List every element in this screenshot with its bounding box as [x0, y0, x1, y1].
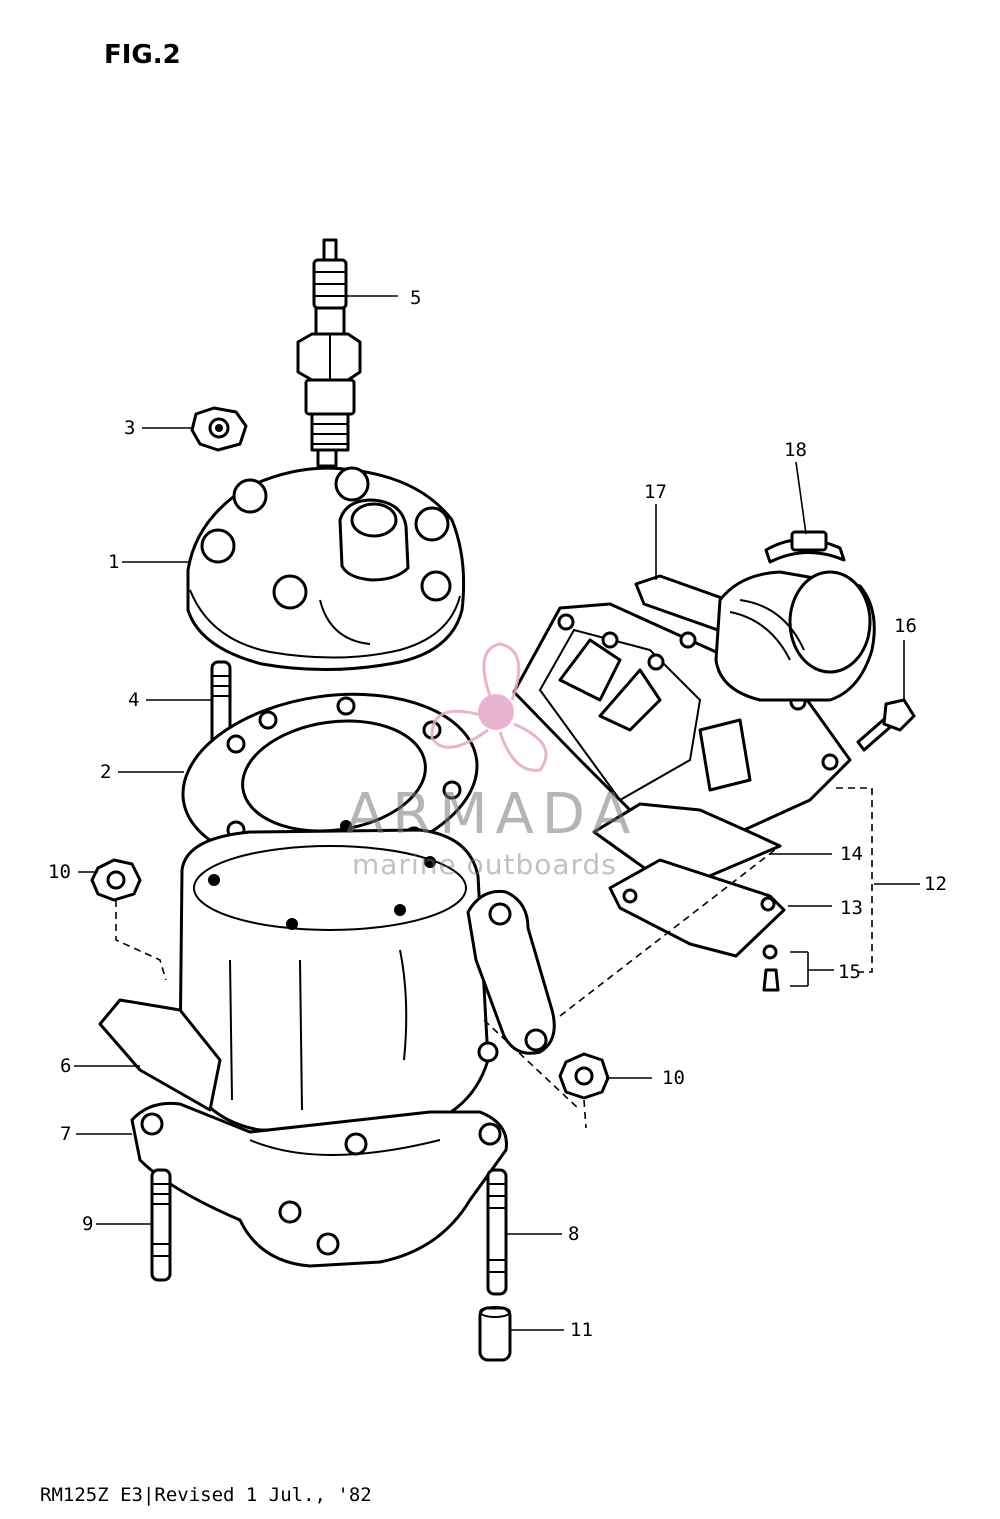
dowel-pin	[478, 1306, 512, 1362]
cylinder	[98, 828, 556, 1132]
callout-7: 7	[60, 1123, 71, 1145]
watermark-brand: ARMADA	[346, 782, 639, 847]
callout-18: 18	[784, 439, 807, 461]
watermark-logo	[430, 642, 548, 772]
callout-10-right: 10	[662, 1067, 685, 1089]
head-nut	[190, 406, 248, 452]
callout-11: 11	[570, 1319, 593, 1341]
spark-plug	[296, 238, 362, 468]
callout-5: 5	[410, 287, 421, 309]
callout-4: 4	[128, 689, 139, 711]
callout-9: 9	[82, 1213, 93, 1235]
assembly-lines	[115, 787, 873, 1129]
callout-labels: 5 3 18 17 1 16 4 2 14 12 10 13 15 6 10 7…	[48, 287, 947, 1341]
cylinder-nut-left	[90, 858, 142, 902]
intake-pipe	[714, 530, 876, 702]
reed-valve-assembly	[512, 602, 852, 852]
callout-2: 2	[100, 761, 111, 783]
callout-1: 1	[108, 551, 119, 573]
callout-13: 13	[840, 897, 863, 919]
callout-10-left: 10	[48, 861, 71, 883]
reed-gasket	[608, 858, 786, 958]
leader-lines	[74, 295, 920, 1331]
base-stud-8	[486, 1168, 508, 1296]
cylinder-head	[186, 466, 466, 671]
reed-screw	[762, 944, 780, 992]
callout-3: 3	[124, 417, 135, 439]
footer-caption: RM125Z E3|Revised 1 Jul., '82	[40, 1484, 372, 1506]
base-stud-9	[150, 1168, 172, 1282]
callout-6: 6	[60, 1055, 71, 1077]
figure-title: FIG.2	[104, 40, 181, 70]
watermark-tagline: marine outboards	[352, 848, 617, 881]
head-gasket	[181, 692, 479, 868]
intake-bolt	[856, 698, 916, 752]
callout-14: 14	[840, 843, 863, 865]
callout-17: 17	[644, 481, 667, 503]
cylinder-nut-right	[558, 1052, 610, 1100]
callout-12: 12	[924, 873, 947, 895]
callout-15: 15	[838, 961, 861, 983]
base-gasket	[130, 1101, 508, 1268]
callout-16: 16	[894, 615, 917, 637]
callout-8: 8	[568, 1223, 579, 1245]
